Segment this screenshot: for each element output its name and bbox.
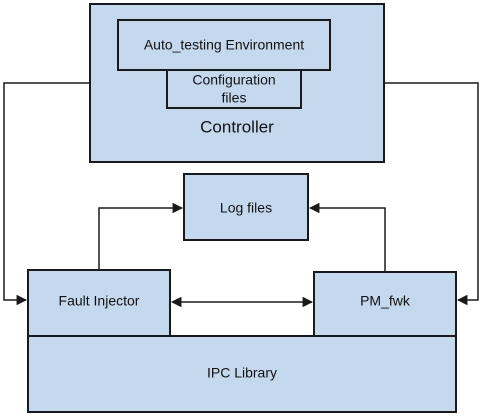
auto-testing-environment-label: Auto_testing Environment bbox=[144, 37, 304, 53]
ipc-library-box bbox=[27, 335, 457, 413]
pm-fwk-node: PM_fwk bbox=[313, 271, 457, 337]
log-files-node: Log files bbox=[183, 173, 309, 241]
configuration-files-label-line1: Configuration bbox=[192, 72, 275, 88]
auto-testing-environment-box bbox=[117, 19, 331, 71]
controller-to-pm-fwk-arrow bbox=[384, 82, 479, 306]
auto-testing-environment-node: Auto_testing Environment bbox=[117, 19, 331, 71]
fault-injector-label: Fault Injector bbox=[59, 293, 140, 309]
configuration-files-label-line2: files bbox=[222, 90, 247, 106]
fault-injector-to-log-files-arrow bbox=[98, 202, 184, 270]
controller-to-fault-injector-arrow bbox=[3, 82, 90, 306]
log-files-label: Log files bbox=[220, 200, 272, 216]
pm-fwk-box bbox=[313, 271, 457, 337]
log-files-box bbox=[183, 173, 309, 241]
fault-injector-node: Fault Injector bbox=[27, 269, 171, 337]
pm-fwk-label: PM_fwk bbox=[360, 293, 411, 309]
fault-injector-box bbox=[27, 269, 171, 337]
configuration-files-node: Configuration files bbox=[166, 67, 302, 109]
pm-fwk-to-log-files-arrow bbox=[308, 202, 386, 272]
ipc-library-label: IPC Library bbox=[207, 365, 277, 381]
controller-label: Controller bbox=[200, 117, 274, 136]
ipc-library-node: IPC Library bbox=[27, 335, 457, 413]
